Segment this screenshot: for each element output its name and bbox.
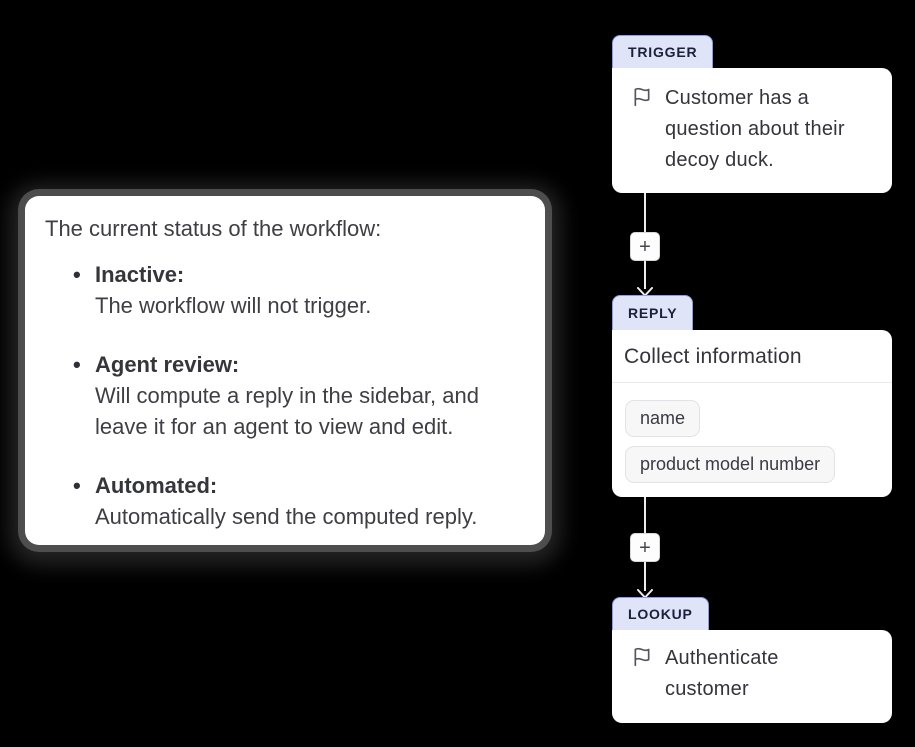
field-chip-product-model-number: product model number [625, 446, 836, 483]
status-description: The workflow will not trigger. [95, 293, 372, 318]
status-list: Inactive: The workflow will not trigger.… [45, 259, 523, 532]
workflow-status-tooltip: The current status of the workflow: Inac… [25, 196, 545, 545]
reply-node-title: Collect information [612, 330, 892, 383]
tooltip-title: The current status of the workflow: [45, 216, 382, 241]
arrow-down-icon [637, 284, 653, 297]
status-term: Automated: [95, 473, 218, 498]
collected-fields: name product model number [612, 383, 892, 500]
trigger-node-tab: TRIGGER [612, 35, 714, 68]
lookup-tab-label: LOOKUP [628, 606, 693, 622]
status-item-automated: Automated: Automatically send the comput… [65, 470, 523, 532]
reply-node-card[interactable]: Collect information name product model n… [612, 330, 892, 497]
reply-tab-label: REPLY [628, 305, 678, 321]
status-term: Agent review: [95, 352, 240, 377]
lookup-node-card[interactable]: Authenticate customer [612, 630, 892, 723]
plus-icon: + [639, 235, 651, 258]
status-item-agent-review: Agent review: Will compute a reply in th… [65, 349, 523, 442]
trigger-node-text: Customer has a question about their deco… [665, 87, 845, 171]
add-step-button[interactable]: + [630, 232, 660, 261]
trigger-node-card[interactable]: Customer has a question about their deco… [612, 68, 892, 193]
status-description: Will compute a reply in the sidebar, and… [95, 383, 479, 439]
flag-icon [632, 87, 652, 112]
plus-icon: + [639, 536, 651, 559]
status-description: Automatically send the computed reply. [95, 504, 478, 529]
status-item-inactive: Inactive: The workflow will not trigger. [65, 259, 523, 321]
lookup-node-tab: LOOKUP [612, 597, 709, 630]
arrow-down-icon [637, 586, 653, 599]
reply-node-tab: REPLY [612, 295, 694, 330]
field-chip-name: name [625, 400, 701, 437]
flag-icon [632, 647, 652, 672]
trigger-tab-label: TRIGGER [628, 44, 698, 60]
add-step-button[interactable]: + [630, 533, 660, 562]
lookup-node-text: Authenticate customer [665, 647, 779, 700]
status-term: Inactive: [95, 262, 185, 287]
